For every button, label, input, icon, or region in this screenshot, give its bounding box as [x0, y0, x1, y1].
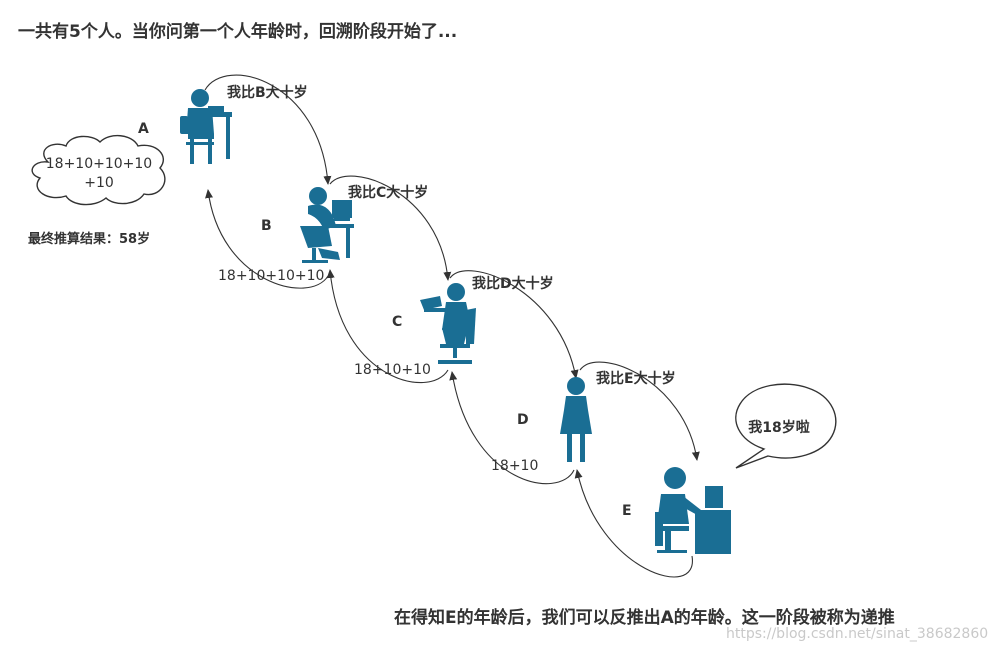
- diagram-title: 一共有5个人。当你问第一个人年龄时，回溯阶段开始了...: [18, 22, 458, 42]
- woman-standing-icon: [560, 377, 592, 462]
- arrow-c-to-b: [326, 269, 449, 384]
- footer-text: 在得知E的年龄后，我们可以反推出A的年龄。这一阶段被称为递推: [394, 608, 895, 628]
- arrow-d-to-c: [449, 371, 575, 485]
- arrow-b-to-c: [329, 175, 452, 281]
- arrow-b-to-a: [205, 189, 329, 289]
- backtrack-label-a: 我比B大十岁: [227, 85, 308, 101]
- speech-bubble-text: 我18岁啦: [748, 420, 810, 436]
- arrow-e-to-d: [574, 469, 693, 578]
- result-text: 最终推算结果：58岁: [28, 232, 151, 247]
- person-at-computer-icon: [180, 89, 232, 164]
- person-at-desk-icon: [655, 467, 731, 554]
- arrow-d-to-e: [579, 361, 700, 461]
- backtrack-label-d: 我比E大十岁: [596, 371, 676, 387]
- arrow-a-to-b: [204, 74, 332, 185]
- recursion-label-c: 18+10+10: [354, 362, 431, 378]
- cloud-formula-line2: +10: [84, 175, 114, 191]
- watermark: https://blog.csdn.net/sinat_38682860: [726, 626, 989, 642]
- cloud-formula: 18+10+10+10 +10: [36, 155, 162, 193]
- person-sitting-at-computer-icon: [300, 187, 354, 263]
- person-with-laptop-icon: [420, 283, 476, 364]
- backtrack-label-b: 我比C大十岁: [348, 185, 429, 201]
- node-label-d: D: [517, 412, 529, 428]
- node-label-e: E: [622, 503, 632, 519]
- arrow-c-to-d: [449, 270, 579, 379]
- node-label-b: B: [261, 218, 272, 234]
- backtrack-label-c: 我比D大十岁: [472, 276, 554, 292]
- cloud-shape: [31, 135, 166, 206]
- recursion-label-d: 18+10: [491, 458, 539, 474]
- cloud-formula-line1: 18+10+10+10: [45, 156, 153, 172]
- recursion-label-b: 18+10+10+10: [218, 268, 325, 284]
- node-label-a: A: [138, 121, 149, 137]
- speech-bubble-shape: [735, 383, 837, 469]
- node-label-c: C: [392, 314, 403, 330]
